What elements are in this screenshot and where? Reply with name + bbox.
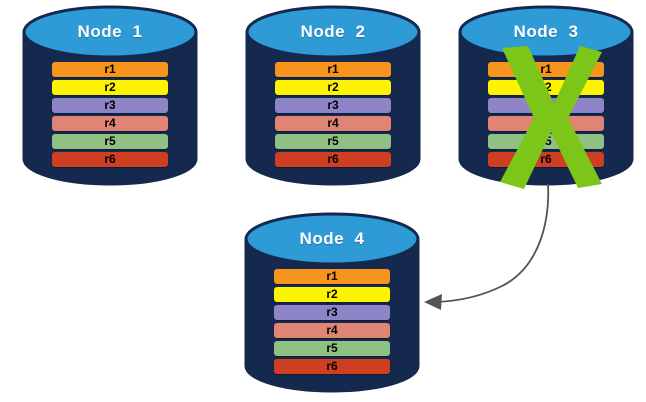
row-r3[interactable]: r3 [488, 98, 604, 113]
row-r3[interactable]: r3 [52, 98, 168, 113]
row-r5[interactable]: r5 [52, 134, 168, 149]
row-r1[interactable]: r1 [275, 62, 391, 77]
row-r5[interactable]: r5 [274, 341, 390, 356]
row-r6[interactable]: r6 [488, 152, 604, 167]
row-r6[interactable]: r6 [274, 359, 390, 374]
row-r3[interactable]: r3 [274, 305, 390, 320]
row-list: r1 r2 r3 r4 r5 r6 [274, 269, 390, 374]
row-r4[interactable]: r4 [52, 116, 168, 131]
row-r6[interactable]: r6 [275, 152, 391, 167]
row-r1[interactable]: r1 [274, 269, 390, 284]
row-list: r1 r2 r3 r4 r5 r6 [52, 62, 168, 167]
row-r1[interactable]: r1 [52, 62, 168, 77]
row-r4[interactable]: r4 [275, 116, 391, 131]
row-r6[interactable]: r6 [52, 152, 168, 167]
row-r4[interactable]: r4 [488, 116, 604, 131]
node-4[interactable]: Node 4 r1 r2 r3 r4 r5 r6 [244, 212, 420, 393]
row-r5[interactable]: r5 [275, 134, 391, 149]
row-r2[interactable]: r2 [52, 80, 168, 95]
row-r5[interactable]: r5 [488, 134, 604, 149]
row-list: r1 r2 r3 r4 r5 r6 [488, 62, 604, 167]
migration-arrow [424, 183, 550, 310]
row-r4[interactable]: r4 [274, 323, 390, 338]
row-r2[interactable]: r2 [275, 80, 391, 95]
node-1[interactable]: Node 1 r1 r2 r3 r4 r5 r6 [22, 5, 198, 186]
row-list: r1 r2 r3 r4 r5 r6 [275, 62, 391, 167]
row-r2[interactable]: r2 [274, 287, 390, 302]
row-r3[interactable]: r3 [275, 98, 391, 113]
row-r2[interactable]: r2 [488, 80, 604, 95]
row-r1[interactable]: r1 [488, 62, 604, 77]
node-3[interactable]: Node 3 r1 r2 r3 r4 r5 r6 [458, 5, 634, 186]
node-2[interactable]: Node 2 r1 r2 r3 r4 r5 r6 [245, 5, 421, 186]
